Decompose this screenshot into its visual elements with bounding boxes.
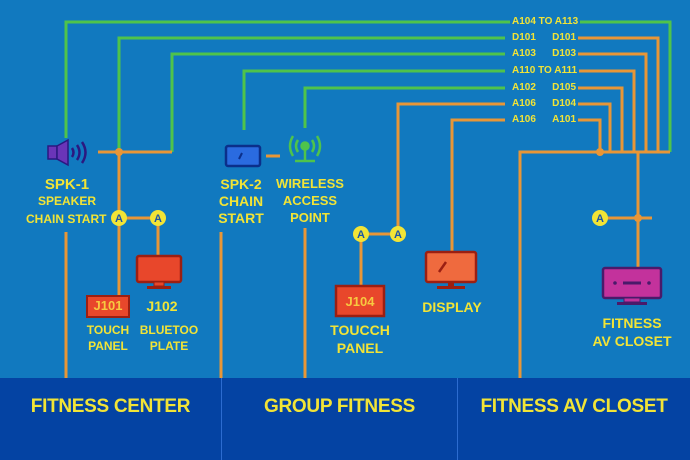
line-a102-green (303, 86, 505, 128)
collector-bus (518, 150, 670, 378)
device-desc: TOUCCH (330, 322, 390, 338)
bus-label: A102 D105 (510, 82, 578, 94)
junction-dot (115, 148, 123, 156)
zone-fitness-center: FITNESS CENTER (0, 378, 222, 460)
panel-icon (224, 144, 262, 168)
j102-id: J102 (146, 298, 178, 314)
device-desc: BLUETOO (139, 323, 199, 337)
marker-a-label: A (115, 213, 123, 225)
line-a104-a113 (64, 20, 672, 152)
marker-a: A (592, 210, 608, 226)
junction-dot (596, 148, 604, 156)
device-desc: START (218, 210, 264, 227)
marker-a: A (353, 226, 369, 242)
device-desc: PANEL (88, 339, 128, 354)
closet-label: FITNESS AV CLOSET (586, 315, 678, 350)
marker-a-label: A (394, 229, 402, 241)
bus-label-right: D105 (552, 82, 576, 93)
bus-label: A110 TO A111 (510, 65, 580, 77)
device-id: SPK-1 (44, 176, 90, 193)
bus-label-left: A110 TO A111 (512, 65, 578, 76)
bus-label-left: A106 (512, 98, 536, 109)
marker-a-label: A (357, 229, 365, 241)
j104-label: TOUCCH PANEL (324, 322, 396, 357)
j101-id: J101 (93, 298, 123, 313)
bus-label-left: A102 (512, 82, 536, 93)
j104-touch-panel-icon (334, 284, 386, 318)
line-a110-a111-orange (578, 69, 636, 152)
speaker-icon (47, 138, 87, 167)
junction-markers: A A A A A (111, 210, 608, 242)
wireless-antenna-icon (288, 135, 322, 163)
zone-footer: FITNESS CENTER GROUP FITNESS FITNESS AV … (0, 378, 690, 460)
j101-touch-panel-icon (86, 295, 130, 318)
bus-label-left: A103 (512, 48, 536, 59)
line-a110-a111-green (242, 69, 505, 130)
monitor-icon (424, 250, 478, 289)
line-d101-orange (578, 36, 660, 152)
device-desc: WIRELESS (276, 176, 344, 191)
marker-a: A (150, 210, 166, 226)
device-desc: PANEL (336, 339, 384, 356)
j102-label: BLUETOO PLATE (134, 322, 204, 354)
bus-label-right: D103 (552, 48, 576, 59)
device-desc: ACCESS (282, 192, 338, 208)
zone-group-fitness: GROUP FITNESS (222, 378, 458, 460)
display-feed (450, 118, 490, 252)
spk1-chain-label: CHAIN START (26, 212, 107, 227)
wap-label: WIRELESS ACCESS POINT (270, 176, 350, 227)
line-a103-green (170, 52, 505, 152)
marker-a: A (390, 226, 406, 242)
line-d101-green (117, 36, 505, 152)
spk2-label: SPK-2 CHAIN START (208, 176, 274, 227)
device-desc: POINT (290, 209, 330, 225)
line-a101-orange (578, 118, 602, 152)
bus-label: A103 D103 (510, 48, 578, 60)
j101-label: TOUCH PANEL (78, 322, 138, 354)
marker-a-label: A (154, 213, 162, 225)
device-desc: FITNESS (602, 315, 662, 331)
bus-label-left: A104 TO A113 (512, 16, 579, 27)
line-d105-orange (578, 86, 624, 152)
marker-a-label: A (596, 213, 604, 225)
display-label: DISPLAY (422, 299, 482, 315)
device-desc: SPEAKER (37, 194, 96, 208)
bus-label-left: D101 (512, 32, 536, 43)
device-id: SPK-2 (220, 176, 262, 192)
bus-label-right: D104 (552, 98, 576, 109)
zone-label: GROUP FITNESS (264, 396, 415, 417)
device-desc: CHAIN (218, 193, 264, 210)
spk1-label: SPK-1 SPEAKER (22, 176, 112, 208)
bus-label: A104 TO A113 (510, 16, 581, 28)
device-desc: AV CLOSET (592, 332, 672, 349)
line-d103-orange (578, 52, 648, 152)
bus-label: A106 D104 (510, 98, 578, 110)
bus-label-left: A106 (512, 114, 536, 125)
marker-a: A (111, 210, 127, 226)
bus-label-right: D101 (552, 32, 576, 43)
monitor-icon (135, 254, 183, 289)
junction-dot (634, 214, 642, 222)
monitor-icon (601, 266, 663, 305)
j104-feed (396, 102, 490, 234)
device-desc: PLATE (149, 339, 189, 354)
bus-label-right: A101 (552, 114, 576, 125)
line-d104-orange (578, 102, 612, 152)
device-desc: TOUCH (86, 323, 130, 337)
zone-fitness-av-closet: FITNESS AV CLOSET (458, 378, 690, 460)
bus-label: A106 A101 (510, 114, 578, 126)
device-desc: CHAIN START (26, 212, 107, 226)
zone-label: FITNESS CENTER (30, 396, 191, 417)
zone-label: FITNESS AV CLOSET (480, 396, 668, 417)
j104-id: J104 (345, 294, 375, 309)
bus-label: D101 D101 (510, 32, 578, 44)
